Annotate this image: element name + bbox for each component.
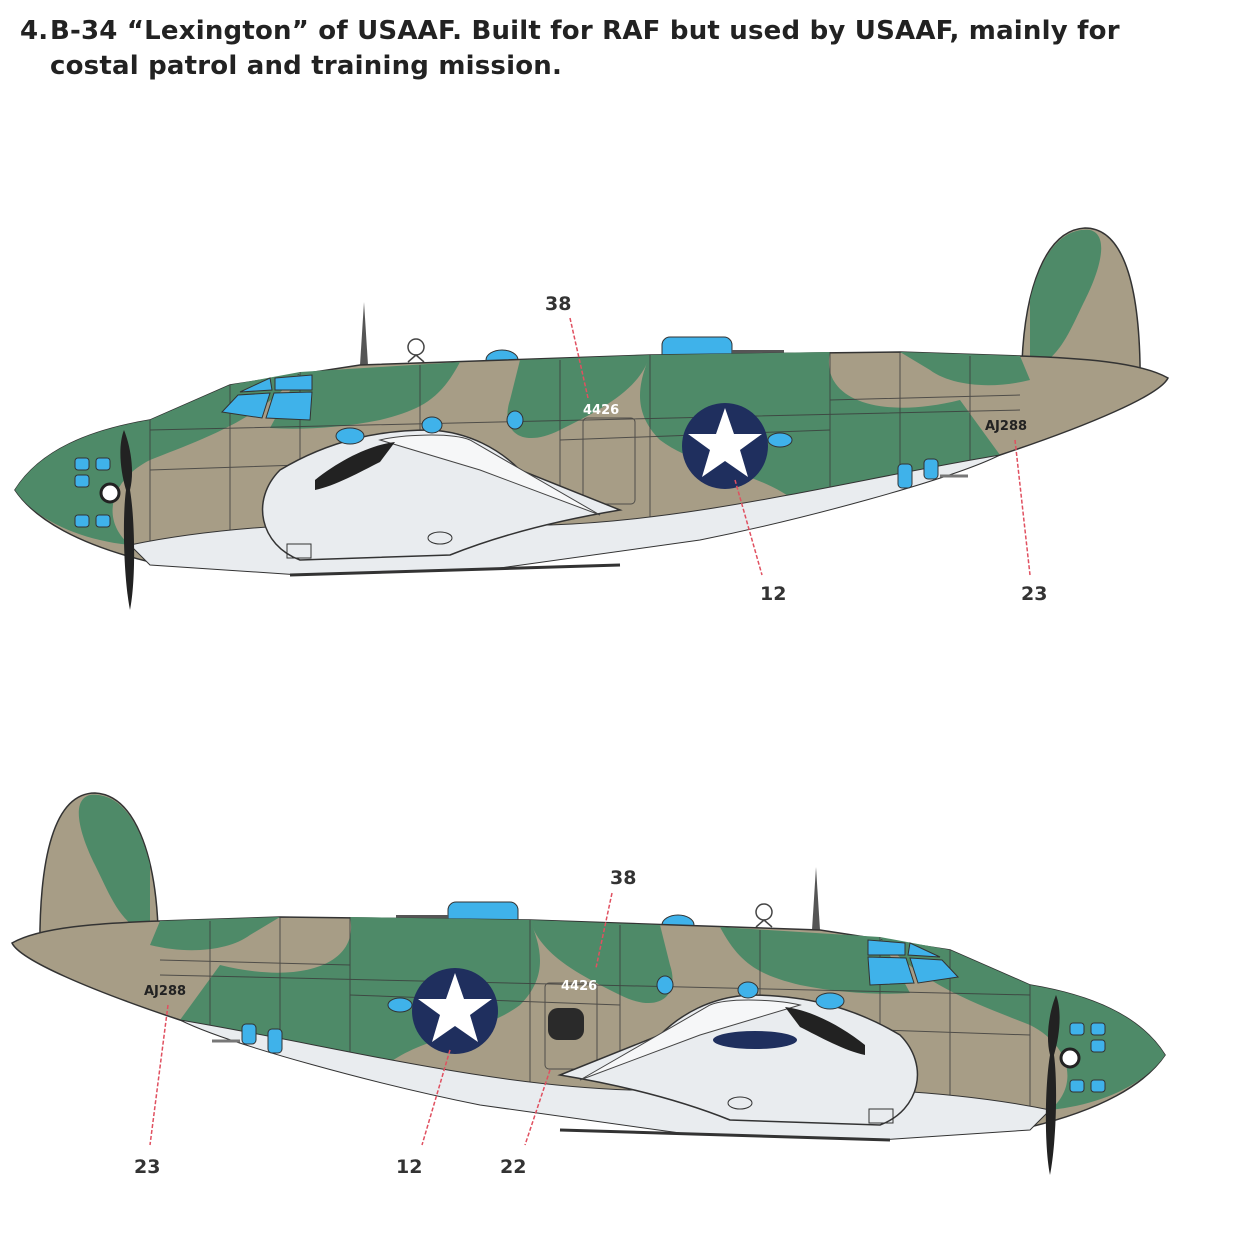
callout-lines [149,317,1031,1146]
callout-12-bottom: 12 [396,1156,422,1178]
code-decal-bottom: AJ288 [144,984,186,999]
callout-38-top: 38 [545,293,571,315]
title-line-1: B-34 “Lexington” of USAAF. Built for RAF… [50,16,1120,46]
serial-decal-bottom: 4426 [561,979,597,994]
instruction-title: 4.B-34 “Lexington” of USAAF. Built for R… [20,14,1170,84]
callout-38-bottom: 38 [610,867,636,889]
callout-22-bottom: 22 [500,1156,526,1178]
title-line-2: costal patrol and training mission. [50,51,563,81]
callout-23-bottom: 23 [134,1156,160,1178]
scheme-number: 4. [20,16,49,46]
serial-decal-top: 4426 [583,403,619,418]
code-decal-top: AJ288 [985,419,1027,434]
callout-12-top: 12 [760,583,786,605]
wing-roundel [713,1031,797,1049]
callout-23-top: 23 [1021,583,1047,605]
nose-art [548,1008,584,1040]
